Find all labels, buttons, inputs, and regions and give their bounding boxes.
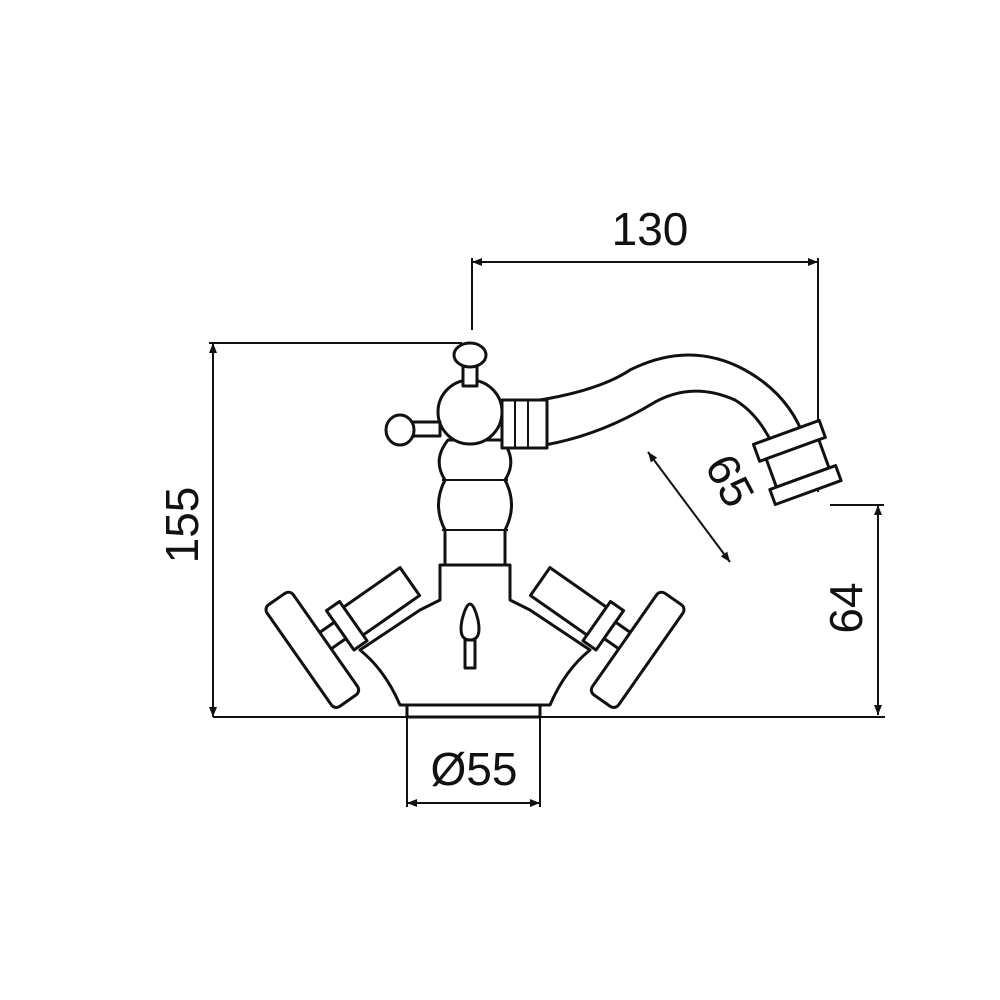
top-knob	[452, 341, 488, 369]
dimension-label-155: 155	[156, 487, 208, 564]
dimension-handle-length: 65	[647, 446, 765, 563]
dimension-total-height: 155	[156, 342, 462, 717]
left-cross-handle[interactable]	[264, 531, 446, 710]
spout	[538, 353, 807, 452]
faucet-column	[437, 438, 513, 567]
popup-lever	[459, 602, 481, 642]
dimension-label-64: 64	[820, 582, 872, 633]
mixer-head	[436, 378, 504, 446]
right-cross-handle[interactable]	[505, 531, 687, 710]
faucet	[264, 341, 843, 719]
dimension-label-130: 130	[612, 203, 689, 255]
popup-rod	[463, 638, 477, 670]
spout-collar	[500, 398, 549, 450]
diverter-knob	[384, 413, 416, 447]
dimension-label-65: 65	[695, 446, 765, 516]
base-plate	[405, 703, 542, 719]
dimension-spout-height: 64	[820, 504, 884, 715]
dimension-label-diameter: Ø55	[431, 743, 518, 795]
spout-nozzle	[751, 418, 843, 507]
dimension-spout-reach: 130	[471, 203, 819, 492]
dimension-base-diameter: Ø55	[406, 715, 541, 807]
diverter-stem	[410, 420, 442, 438]
